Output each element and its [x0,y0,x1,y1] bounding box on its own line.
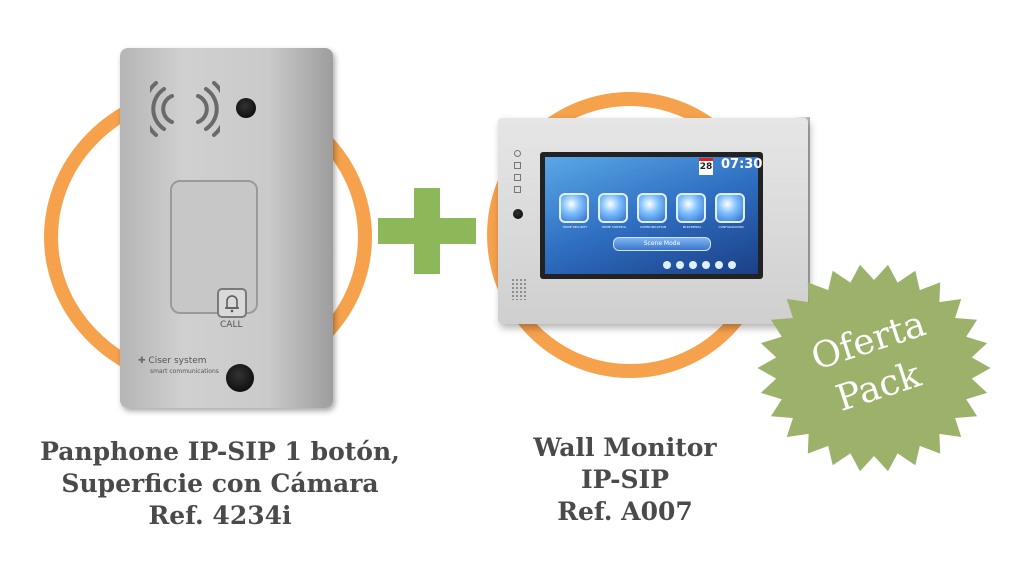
app-label-home-control: HOME CONTROL [601,225,627,229]
app-label-home-security: HOME SECURITY [562,225,588,229]
panphone-caption-line2: Superficie con Cámara [61,469,379,498]
monitor-caption: Wall Monitor IP-SIP Ref. A007 [505,432,745,528]
brand-logo: ✚ Ciser system [138,356,207,366]
panphone-caption-line3: Ref. 4234i [148,501,292,530]
monitor-caption-line3: Ref. A007 [557,497,693,526]
app-home-control[interactable] [598,193,628,223]
brand-subtitle: smart communications [150,368,219,375]
camera-lens [236,98,256,118]
screen-time: 07:30 [721,157,763,172]
app-multimedia[interactable] [676,193,706,223]
app-label-communication: COMMUNICATION [639,225,667,229]
monitor-led-icons [514,150,526,193]
monitor-caption-line1: Wall Monitor [533,433,717,462]
monitor-screen-display: 28 07:30 HOME SECURITY HOME CONTROL COMM… [545,157,762,274]
app-configuration[interactable] [715,193,745,223]
app-label-multimedia: MULTIMEDIA [682,225,702,229]
monitor-camera [513,209,523,219]
plus-icon [378,188,476,274]
speaker-hole [226,364,254,392]
app-label-configuration: CONFIGURATION [718,225,744,229]
calendar-icon: 28 [699,158,713,175]
rfid-waves-icon [150,81,220,137]
call-button[interactable] [217,288,247,318]
offer-badge: Oferta Pack [757,264,991,472]
call-label: CALL [220,320,243,330]
panphone-caption-line1: Panphone IP-SIP 1 botón, [40,437,400,466]
panphone-caption: Panphone IP-SIP 1 botón, Superficie con … [30,436,410,532]
status-bar-icons [663,261,755,271]
brand-name: Ciser system [148,356,207,366]
app-communication[interactable] [637,193,667,223]
scene-mode-button[interactable]: Scene Mode [613,237,711,251]
monitor-speaker [511,278,527,300]
bell-icon [225,295,239,313]
monitor-caption-line2: IP-SIP [580,465,670,494]
app-home-security[interactable] [559,193,589,223]
